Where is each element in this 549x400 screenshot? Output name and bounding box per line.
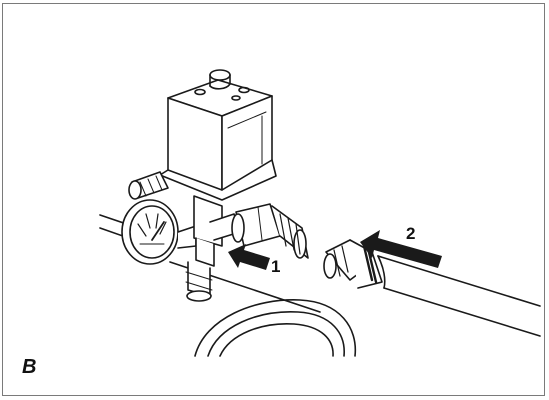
quick-coupler-male bbox=[231, 203, 309, 259]
figure-frame bbox=[2, 3, 545, 396]
panel-letter: B bbox=[22, 356, 37, 378]
side-fitting bbox=[128, 171, 169, 200]
pressure-switch-housing bbox=[159, 69, 277, 201]
manifold-body bbox=[185, 195, 241, 302]
callout-label-1: 1 bbox=[271, 257, 281, 276]
tank-body bbox=[194, 299, 357, 357]
arrow-1 bbox=[228, 244, 270, 270]
pressure-gauge bbox=[121, 199, 197, 265]
callout-label-2: 2 bbox=[406, 224, 416, 243]
arrow-2 bbox=[360, 230, 442, 268]
hose-assembly bbox=[323, 239, 541, 337]
